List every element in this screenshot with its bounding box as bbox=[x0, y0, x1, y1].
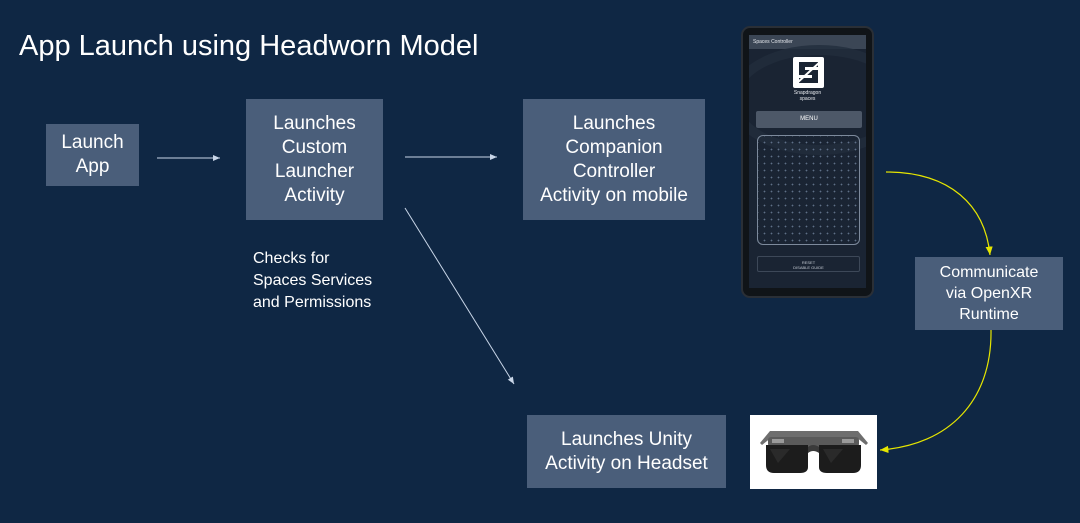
unity-activity-box: Launches Unity Activity on Headset bbox=[527, 415, 726, 488]
arrow-openxr-to-glasses bbox=[879, 329, 992, 453]
phone-screen: Spaces Controller Snapdragon spaces MENU… bbox=[749, 35, 866, 288]
launch-app-box: Launch App bbox=[46, 124, 139, 186]
menu-button[interactable]: MENU bbox=[756, 111, 862, 128]
headset-glasses-image bbox=[750, 415, 877, 489]
snapdragon-spaces-logo-icon bbox=[793, 57, 824, 88]
permissions-note: Checks for Spaces Services and Permissio… bbox=[253, 250, 373, 311]
touchpad-area[interactable] bbox=[757, 135, 860, 245]
reset-button[interactable]: RESET DISABLE GUIDE bbox=[757, 256, 860, 272]
page-title: App Launch using Headworn Model bbox=[19, 30, 479, 62]
arrow-phone-to-openxr bbox=[885, 171, 993, 256]
companion-controller-box: Launches Companion Controller Activity o… bbox=[523, 99, 705, 220]
arrow-launcher-to-unity bbox=[404, 207, 515, 385]
phone-mockup: Spaces Controller Snapdragon spaces MENU… bbox=[741, 26, 874, 298]
ar-glasses-icon bbox=[760, 431, 868, 473]
logo-text: Snapdragon spaces bbox=[793, 90, 822, 102]
openxr-box: Communicate via OpenXR Runtime bbox=[915, 257, 1063, 330]
custom-launcher-box: Launches Custom Launcher Activity bbox=[246, 99, 383, 220]
